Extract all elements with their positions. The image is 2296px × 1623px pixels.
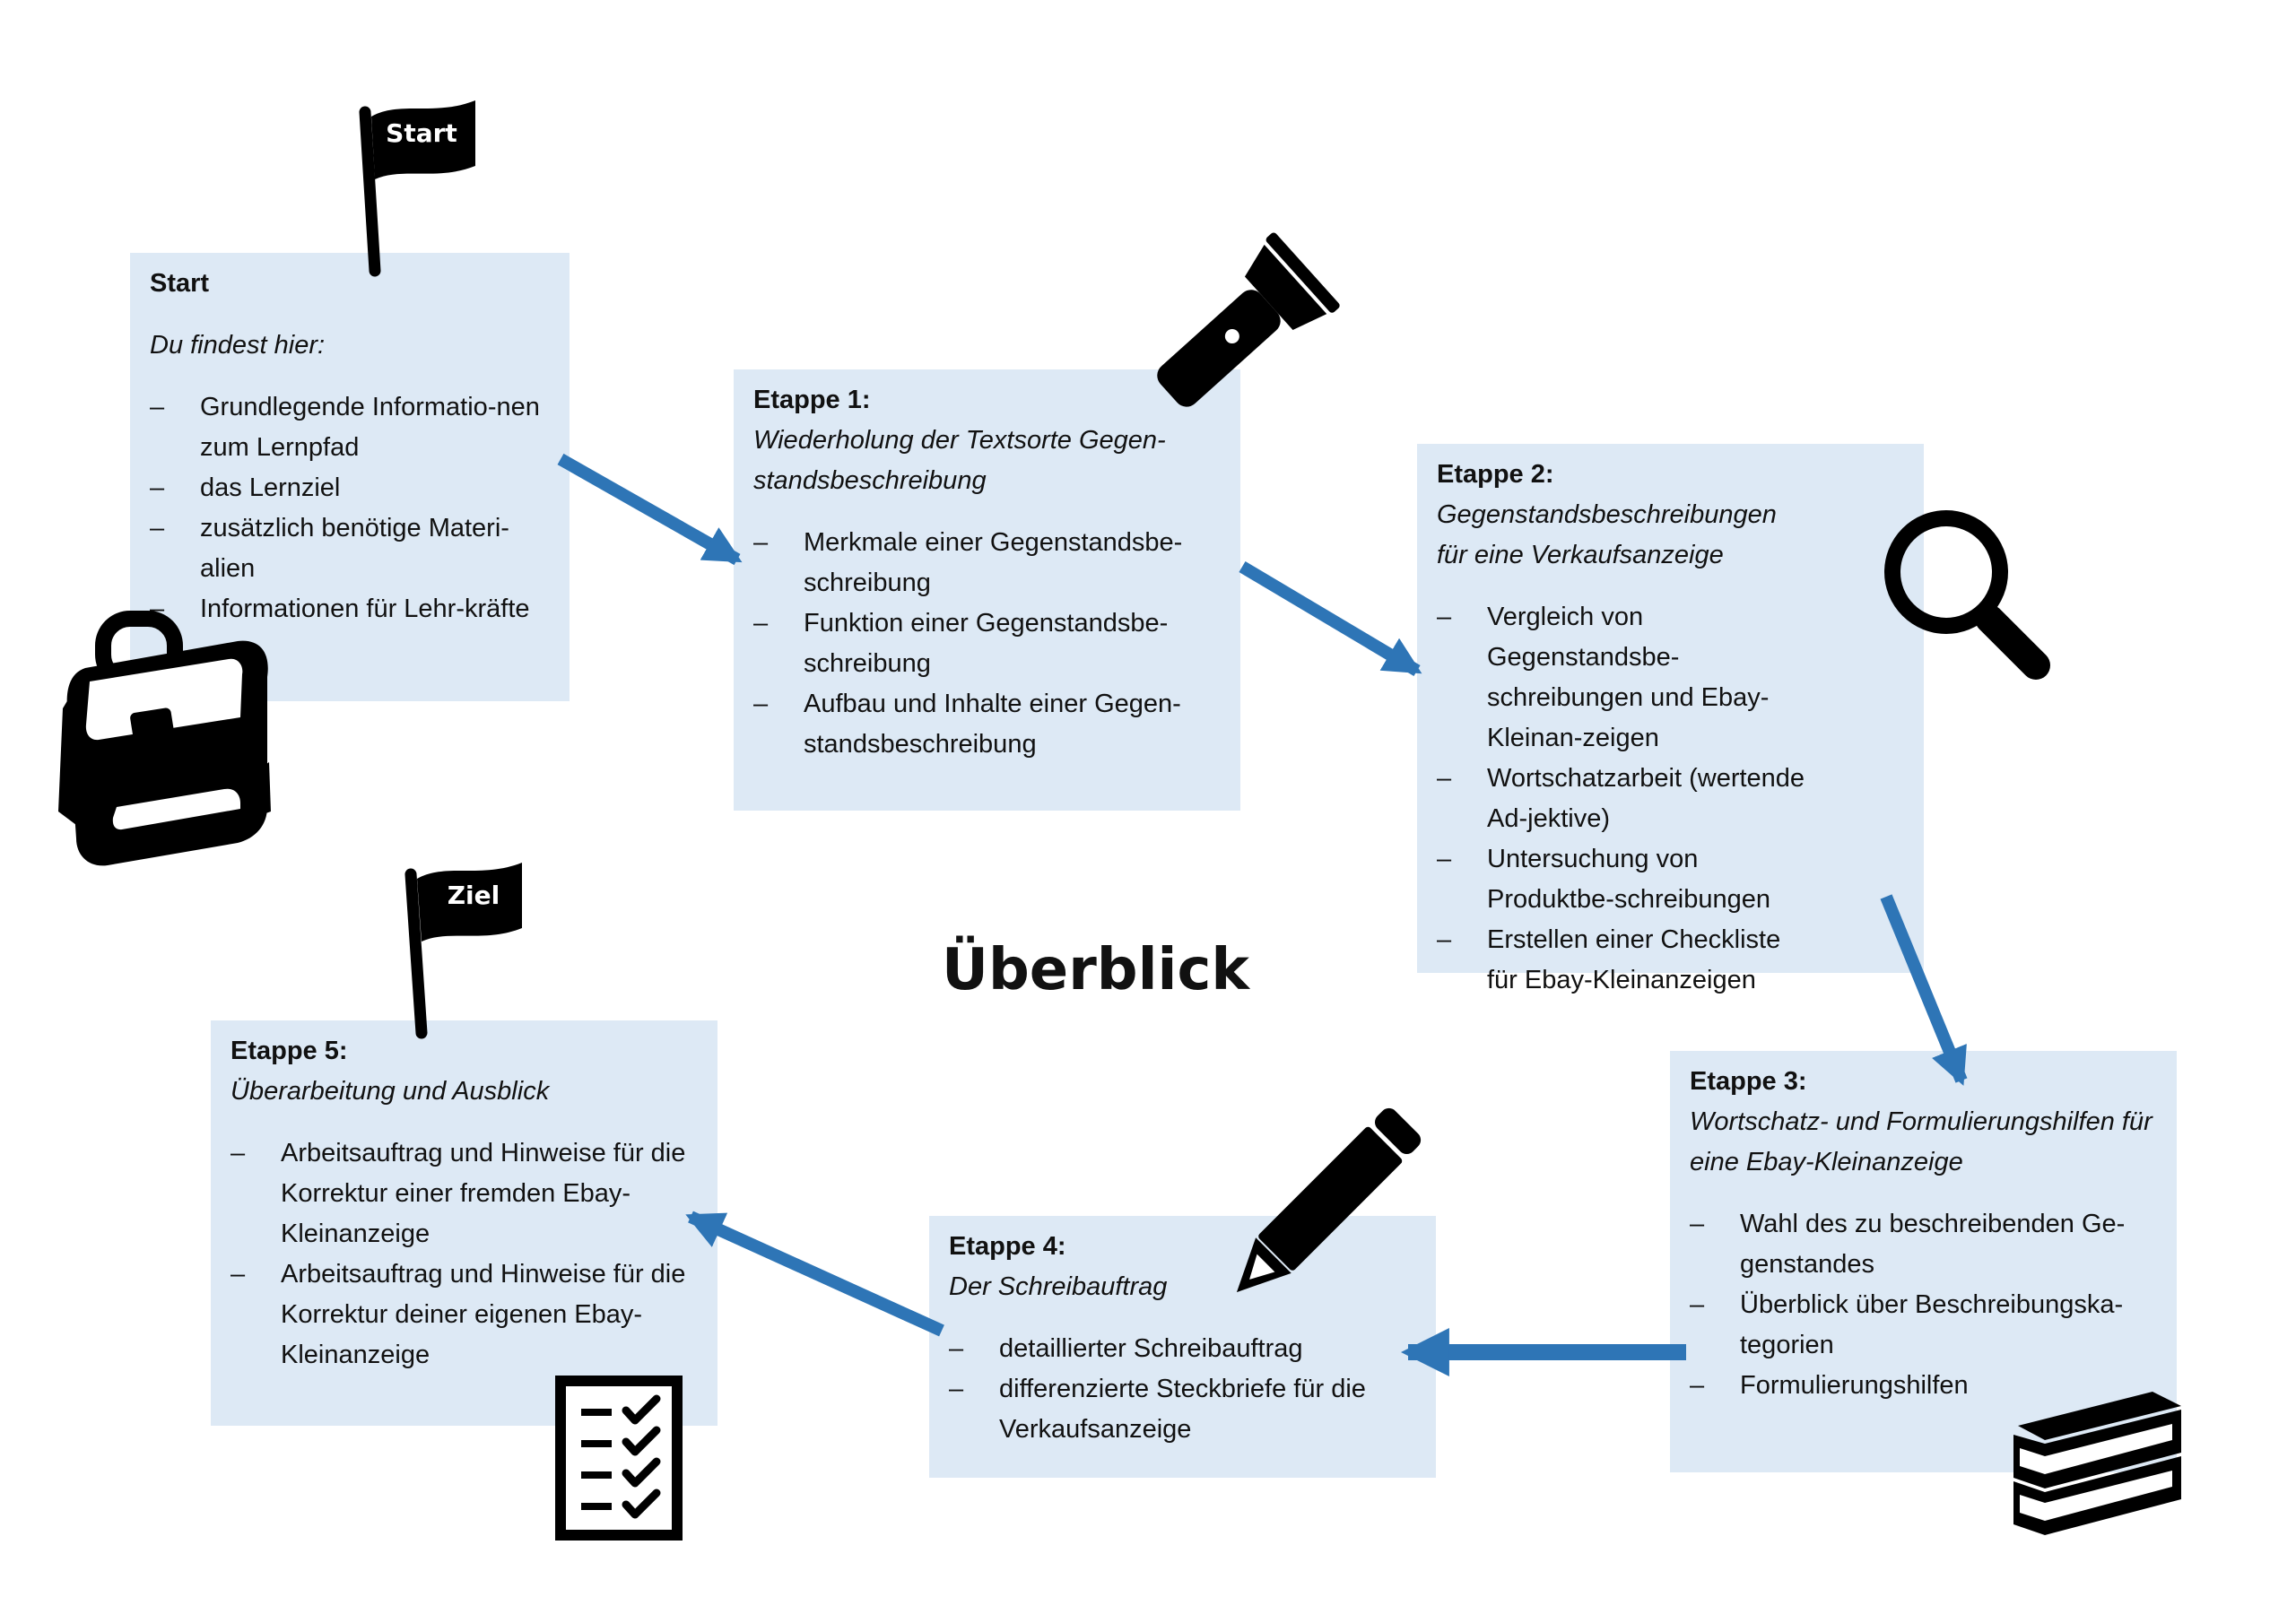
- list-item: Vergleich von Gegenstandsbe-schreibungen…: [1437, 597, 1805, 759]
- arrow-e4-to-e5: [685, 1211, 944, 1337]
- flag-icon: Ziel: [404, 863, 522, 1039]
- list-item: Erstellen einer Checkliste für Ebay-Klei…: [1437, 920, 1805, 1001]
- station-etappe-3: Etappe 3: Wortschatz- und Formulierungsh…: [1670, 1051, 2177, 1472]
- arrow-e1-to-e2: [1239, 560, 1422, 677]
- list-item: Informationen für Lehr-kräfte: [150, 589, 550, 629]
- list-item: Arbeitsauftrag und Hinweise für die Korr…: [230, 1254, 698, 1376]
- station-subtitle: Überarbeitung und Ausblick: [230, 1077, 550, 1106]
- station-item-list: Merkmale einer Gegenstandsbe-schreibung …: [753, 523, 1221, 765]
- list-item: Merkmale einer Gegenstandsbe-schreibung: [753, 523, 1221, 603]
- list-item: Überblick über Beschreibungska-tegorien: [1690, 1285, 2157, 1366]
- station-title: Etappe 5:: [230, 1037, 348, 1065]
- station-title: Etappe 3:: [1690, 1067, 1807, 1096]
- station-subtitle: Der Schreibauftrag: [949, 1272, 1168, 1301]
- station-item-list: Arbeitsauftrag und Hinweise für die Korr…: [230, 1133, 698, 1376]
- list-item: differenzierte Steckbriefe für die Verka…: [949, 1369, 1416, 1450]
- list-item: Wahl des zu beschreibenden Ge-genstandes: [1690, 1204, 2157, 1285]
- overview-heading: Überblick: [942, 937, 1249, 1003]
- station-etappe-5: Etappe 5: Überarbeitung und Ausblick Arb…: [211, 1020, 718, 1426]
- station-subtitle: Wortschatz- und Formulierungshilfen für …: [1690, 1107, 2152, 1176]
- station-etappe-1: Etappe 1: Wiederholung der Textsorte Geg…: [734, 369, 1240, 811]
- station-etappe-4: Etappe 4: Der Schreibauftrag detailliert…: [929, 1216, 1436, 1478]
- list-item: Funktion einer Gegenstandsbe-schreibung: [753, 603, 1221, 684]
- list-item: Formulierungshilfen: [1690, 1366, 2157, 1406]
- station-subtitle: Wiederholung der Textsorte Gegen-standsb…: [753, 426, 1166, 495]
- list-item: Arbeitsauftrag und Hinweise für die Korr…: [230, 1133, 698, 1254]
- flag-label: Ziel: [448, 881, 500, 910]
- list-item: Untersuchung von Produktbe-schreibungen: [1437, 839, 1805, 920]
- list-item: Grundlegende Informatio-nen zum Lernpfad: [150, 387, 550, 468]
- station-title: Etappe 2:: [1437, 460, 1554, 489]
- station-item-list: Grundlegende Informatio-nen zum Lernpfad…: [150, 387, 550, 629]
- station-subtitle: Gegenstandsbeschreibungen für eine Verka…: [1437, 500, 1777, 569]
- station-title: Start: [150, 269, 210, 298]
- list-item: Wortschatzarbeit (wertende Ad-jektive): [1437, 759, 1805, 839]
- flag-icon: Start: [359, 100, 475, 277]
- list-item: Aufbau und Inhalte einer Gegen-standsbes…: [753, 684, 1221, 765]
- station-subtitle: Du findest hier:: [150, 331, 326, 360]
- flag-label: Start: [386, 118, 457, 148]
- list-item: detaillierter Schreibauftrag: [949, 1329, 1416, 1369]
- station-etappe-2: Etappe 2: Gegenstandsbeschreibungen für …: [1417, 444, 1924, 994]
- list-item: das Lernziel: [150, 468, 550, 508]
- station-start: Start Du findest hier: Grundlegende Info…: [130, 253, 570, 701]
- station-item-list: Wahl des zu beschreibenden Ge-genstandes…: [1690, 1204, 2157, 1406]
- station-item-list: detaillierter Schreibauftrag differenzie…: [949, 1329, 1416, 1450]
- station-title: Etappe 4:: [949, 1232, 1066, 1261]
- list-item: zusätzlich benötige Materi-alien: [150, 508, 550, 589]
- station-title: Etappe 1:: [753, 386, 871, 414]
- arrow-start-to-e1: [557, 453, 743, 566]
- station-item-list: Vergleich von Gegenstandsbe-schreibungen…: [1437, 597, 1904, 1001]
